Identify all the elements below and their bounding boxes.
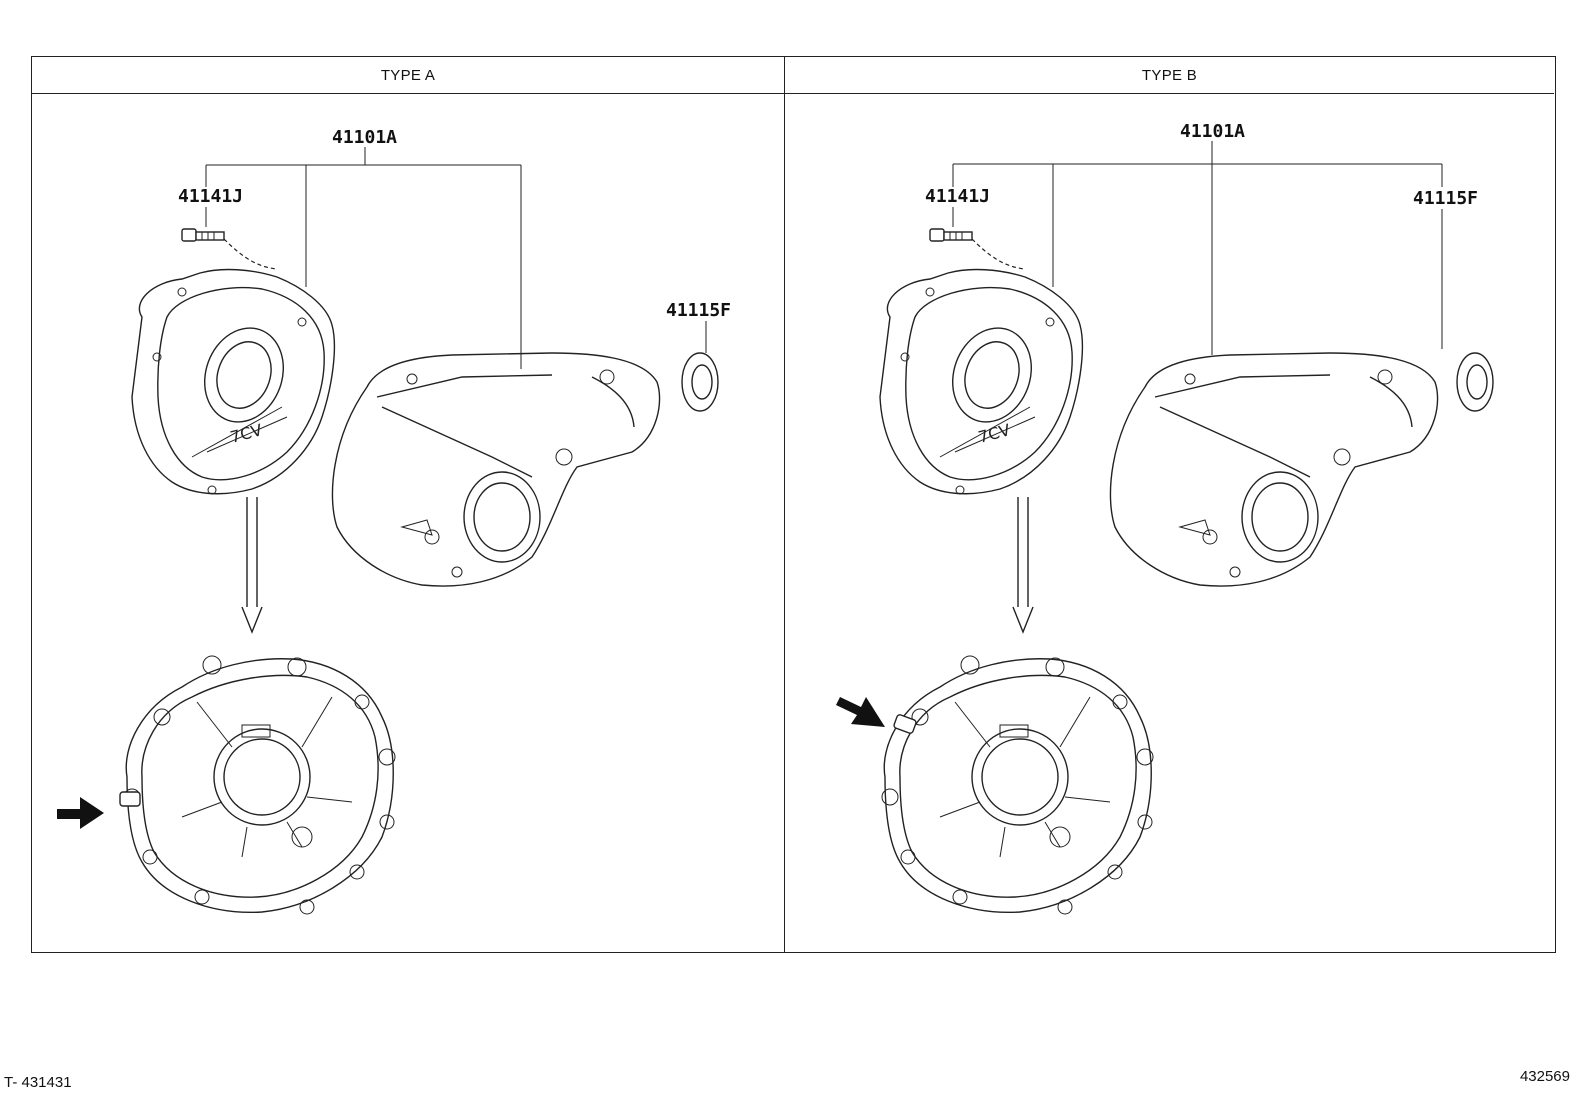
cover-bottom-view — [119, 655, 396, 915]
bolt-part — [929, 228, 1026, 270]
label-assembly: 41101A — [332, 127, 397, 148]
svg-text:7CV: 7CV — [228, 420, 264, 447]
panel-header-type-a: TYPE A — [32, 57, 784, 94]
label-seal: 41115F — [1413, 188, 1478, 209]
footer-code-left: T- 431431 — [4, 1074, 72, 1091]
transfer-housing-part — [1109, 352, 1439, 587]
front-cover-part: 7CV — [879, 268, 1084, 495]
drawing-type-b: 41101A 41141J 41115F — [836, 121, 1494, 915]
drawing-type-a: 41101A 41141J 41115F — [57, 127, 731, 915]
view-arrow — [241, 497, 263, 634]
label-bolt: 41141J — [925, 186, 990, 207]
svg-text:7CV: 7CV — [976, 420, 1012, 447]
label-seal: 41115F — [666, 300, 731, 321]
front-cover-part: 7CV — [131, 268, 336, 495]
transfer-housing-part — [331, 352, 661, 587]
oil-seal-part — [1456, 352, 1494, 412]
highlight-arrow — [57, 797, 104, 829]
label-assembly: 41101A — [1180, 121, 1245, 142]
view-arrow — [1012, 497, 1034, 634]
label-bolt: 41141J — [178, 186, 243, 207]
cover-bottom-view — [881, 655, 1154, 915]
leader-lines — [205, 147, 707, 369]
bolt-part — [181, 228, 278, 270]
panel-type-a: TYPE A 41101A 41141J 41115F — [32, 57, 785, 952]
leader-lines — [952, 141, 1443, 355]
oil-seal-part — [681, 352, 719, 412]
panel-header-type-b: TYPE B — [785, 57, 1554, 94]
panel-type-b: TYPE B 41101A 41141J 41115F — [785, 57, 1554, 952]
footer-code-right: 432569 — [1519, 1068, 1570, 1085]
diagram-frame: TYPE A 41101A 41141J 41115F — [31, 56, 1556, 953]
highlight-arrow — [836, 697, 885, 727]
